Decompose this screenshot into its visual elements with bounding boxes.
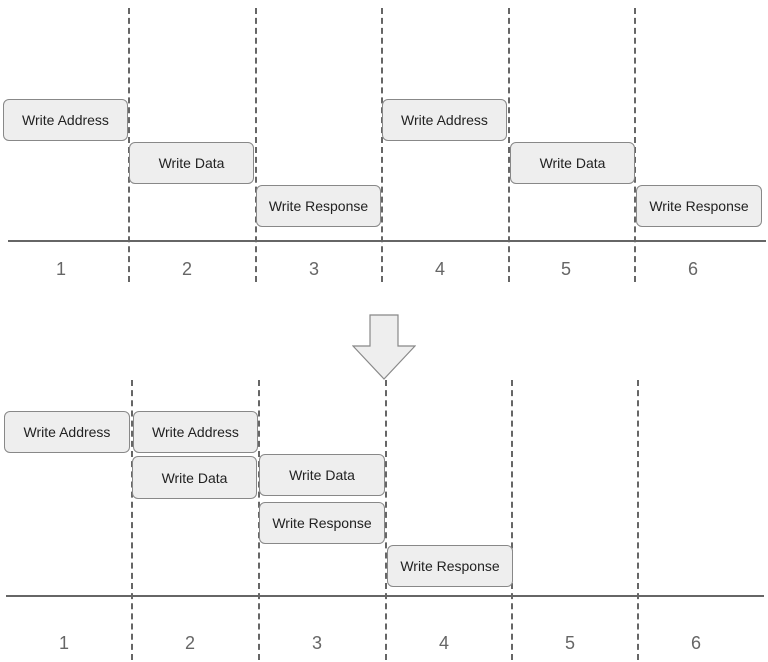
bottom-slot-number: 4	[438, 633, 449, 653]
bottom-cycle-divider	[637, 380, 639, 660]
top-write-response-box: Write Response	[256, 185, 381, 227]
top-slot-number: 2	[181, 259, 192, 279]
top-time-axis	[8, 240, 766, 242]
bottom-cycle-divider	[511, 380, 513, 660]
down-arrow-icon	[352, 314, 416, 380]
bottom-time-axis	[6, 595, 764, 597]
top-cycle-divider	[508, 8, 510, 282]
bottom-write-response-box: Write Response	[259, 502, 385, 544]
bottom-write-data-box: Write Data	[259, 454, 385, 496]
top-write-address-box: Write Address	[382, 99, 507, 141]
top-write-data-box: Write Data	[510, 142, 635, 184]
bottom-slot-number: 1	[58, 633, 69, 653]
top-slot-number: 1	[55, 259, 66, 279]
top-slot-number: 6	[687, 259, 698, 279]
bottom-write-address-box: Write Address	[4, 411, 130, 453]
bottom-write-address-box: Write Address	[133, 411, 258, 453]
bottom-write-response-box: Write Response	[387, 545, 513, 587]
top-cycle-divider	[255, 8, 257, 282]
top-write-response-box: Write Response	[636, 185, 762, 227]
bottom-cycle-divider	[385, 380, 387, 660]
top-slot-number: 5	[560, 259, 571, 279]
top-slot-number: 3	[308, 259, 319, 279]
top-cycle-divider	[381, 8, 383, 282]
bottom-slot-number: 2	[184, 633, 195, 653]
bottom-write-data-box: Write Data	[132, 456, 257, 499]
bottom-slot-number: 5	[564, 633, 575, 653]
bottom-slot-number: 6	[690, 633, 701, 653]
top-cycle-divider	[634, 8, 636, 282]
bottom-slot-number: 3	[311, 633, 322, 653]
bottom-cycle-divider	[131, 380, 133, 660]
top-write-data-box: Write Data	[129, 142, 254, 184]
top-write-address-box: Write Address	[3, 99, 128, 141]
top-slot-number: 4	[434, 259, 445, 279]
